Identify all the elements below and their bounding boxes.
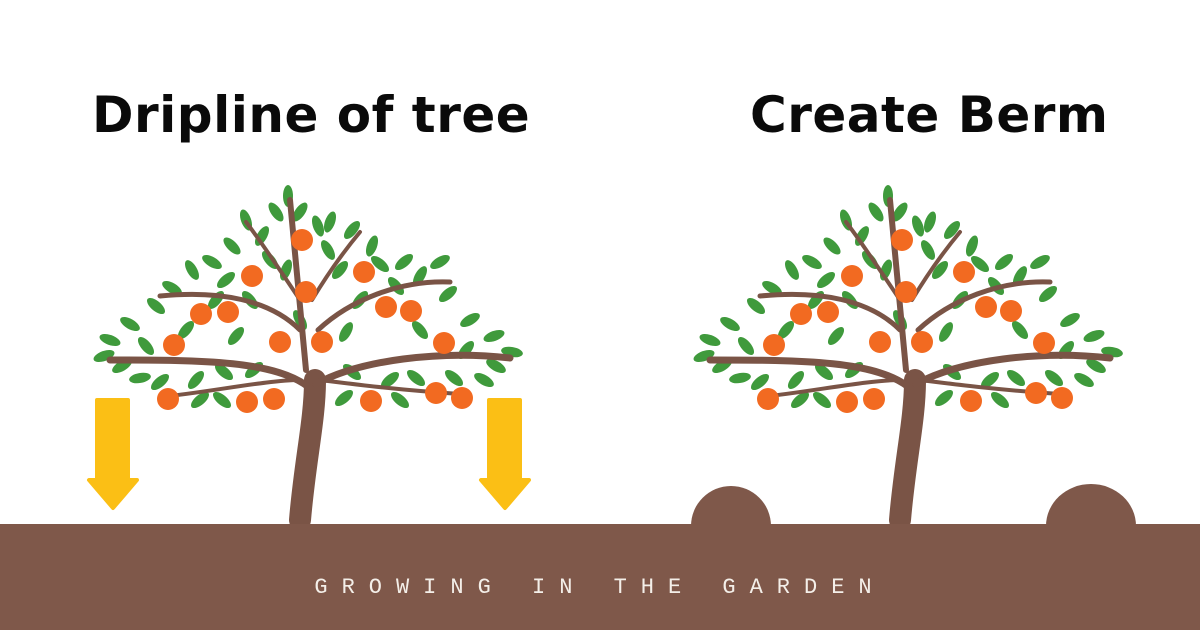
- footer-brand: GROWING IN THE GARDEN: [314, 575, 886, 600]
- soil-ground: [0, 524, 1200, 630]
- dripline-arrow-right-icon: [479, 398, 531, 510]
- create-berm-title: Create Berm: [750, 86, 1109, 144]
- dripline-title: Dripline of tree: [92, 86, 531, 144]
- dripline-arrow-left-icon: [87, 398, 139, 510]
- berm-mound-right: [1046, 484, 1136, 526]
- berm-mound-left: [691, 486, 771, 526]
- orange-tree-left: [92, 185, 524, 520]
- orange-tree-right: [692, 185, 1124, 520]
